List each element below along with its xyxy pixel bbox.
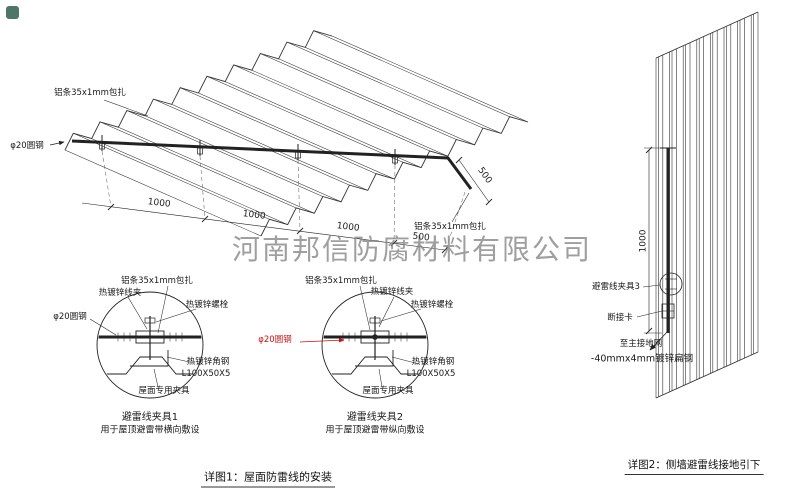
d2-label-al-strip: 铝条35x1mm包扎 [305, 275, 377, 286]
to-ground-arrow [649, 330, 669, 351]
label-round-steel: φ20圆钢 [10, 140, 44, 151]
d1-label-angle-spec: L100X50X5 [181, 368, 231, 379]
lightning-wire [71, 139, 473, 190]
detail1-leaders [89, 285, 197, 388]
caption-detail1: 详图1：屋面防雷线的安装 [201, 469, 335, 488]
detail2-drawing [299, 285, 429, 399]
wall-dim-1000: 1000 [638, 229, 649, 253]
label-al-strip-top: 铝条35x1mm包扎 [54, 87, 126, 98]
d2-label-round-steel: φ20圆钢 [258, 334, 292, 345]
round-steel-red-arrow [299, 337, 345, 343]
d2-subtitle: 用于屋顶避雷带纵向敷设 [325, 425, 425, 436]
wall-dimension [644, 146, 662, 335]
d2-label-roof-clamp: 屋面专用夹具 [362, 385, 414, 396]
d1-title: 避雷线夹具1 [121, 412, 179, 423]
leader-lines [103, 99, 470, 223]
wall-conductor-and-dimensions [636, 146, 683, 351]
label-flat-steel: -40mmx4mm镀锌扁钢 [590, 353, 694, 365]
wire-clamps [99, 135, 398, 165]
d2-label-wire-clamp: 热镀锌线夹 [370, 286, 414, 297]
detail2-leaders [359, 285, 422, 388]
d1-label-al-strip: 铝条35x1mm包扎 [121, 275, 193, 286]
d2-label-bolt: 热镀锌螺栓 [410, 299, 454, 310]
d1-label-angle-steel: 热镀锌角钢 [186, 356, 230, 367]
d1-label-round-steel: φ20圆钢 [53, 311, 87, 322]
dim-500: 500 [411, 231, 431, 244]
label-al-strip-right: 铝条35x1mm包扎 [414, 221, 486, 232]
label-clamp3: 避雷线夹具3 [592, 281, 640, 292]
roof-wire-and-dimensions [49, 99, 493, 254]
d2-title: 避雷线夹具2 [346, 412, 404, 423]
caption-detail2: 详图2：侧墙避雷线接地引下 [624, 457, 764, 475]
detail2-circle [321, 291, 429, 399]
d2-label-angle-steel: 热镀锌角钢 [411, 356, 455, 367]
roof-panel-drawing [64, 30, 529, 237]
d1-label-wire-clamp: 热镀锌线夹 [98, 287, 142, 298]
dimension-extension-lines [101, 150, 466, 250]
wall-panel-drawing [655, 11, 759, 399]
dimension-chain [81, 202, 449, 254]
detail1-drawing [89, 285, 204, 399]
d1-label-roof-clamp: 屋面专用夹具 [138, 385, 190, 396]
dimension-right-500 [455, 156, 493, 206]
d1-subtitle: 用于屋顶避雷带横向敷设 [100, 425, 200, 436]
corner-stamp-icon [6, 6, 19, 19]
wall-leaders [636, 284, 663, 318]
d1-label-bolt: 热镀锌螺栓 [185, 299, 229, 310]
label-to-ground: 至主接地网 [619, 338, 663, 349]
company-watermark: 河南邦信防腐材料有限公司 [231, 233, 593, 266]
wall-clamp-circle [659, 272, 683, 296]
d2-label-angle-spec: L100X50X5 [406, 368, 456, 379]
round-steel-arrow [49, 140, 65, 146]
detail1-circle [96, 291, 204, 399]
label-disconnect: 断接卡 [607, 312, 633, 323]
